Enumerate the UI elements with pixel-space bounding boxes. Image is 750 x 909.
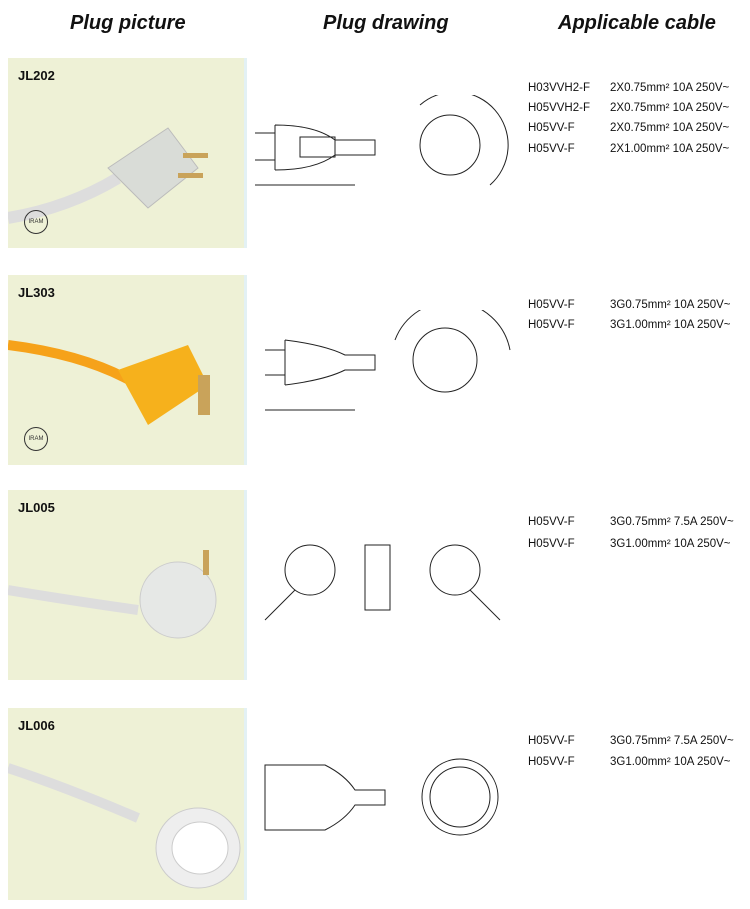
plug-photo-panel: JL303 IRAM <box>8 275 247 465</box>
plug-drawing <box>264 544 501 621</box>
model-label: JL005 <box>18 500 55 515</box>
plug-photo-panel: JL006 <box>8 708 247 900</box>
plug-photo-panel: JL005 <box>8 490 247 680</box>
plug-drawing <box>255 95 509 186</box>
model-label: JL202 <box>18 68 55 83</box>
plug-photo <box>8 763 241 889</box>
plug-photo <box>8 127 208 224</box>
header-plug-picture: Plug picture <box>70 12 186 34</box>
plug-photo-panel: JL202 IRAM <box>8 58 247 248</box>
header-applicable-cable: Applicable cable <box>558 12 716 34</box>
iram-logo: IRAM <box>24 427 48 451</box>
plug-drawing <box>264 758 499 836</box>
plug-drawing <box>265 310 511 411</box>
header-plug-drawing: Plug drawing <box>323 12 449 34</box>
model-label: JL303 <box>18 285 55 300</box>
plug-photo <box>8 340 210 425</box>
plug-photo <box>8 550 217 639</box>
model-label: JL006 <box>18 718 55 733</box>
iram-logo: IRAM <box>24 210 48 234</box>
